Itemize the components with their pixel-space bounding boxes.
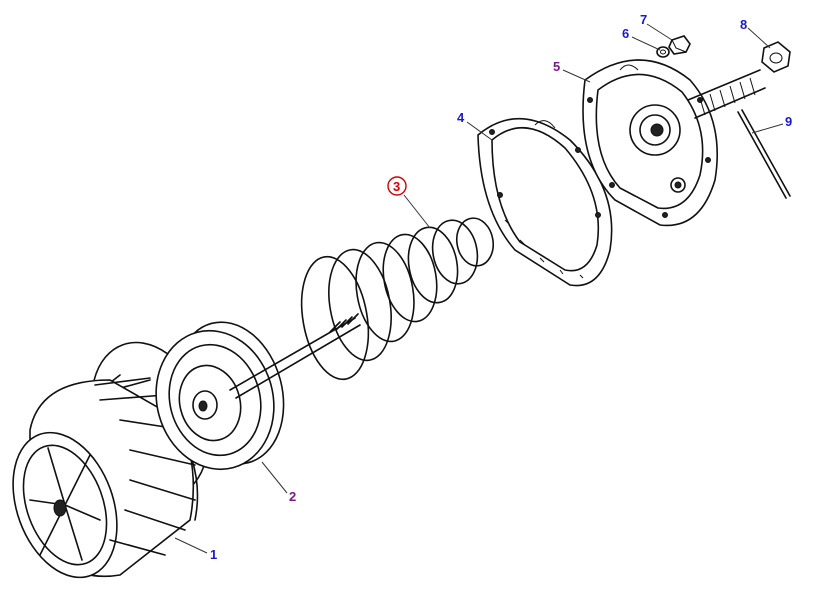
callout-8[interactable]: 8 [740,17,747,32]
callout-label-5: 5 [553,59,560,74]
part-4-gasket[interactable] [477,117,613,287]
callout-1[interactable]: 1 [210,547,217,562]
callout-7[interactable]: 7 [640,12,647,27]
callout-3-highlight-ring [387,176,407,196]
part-7-bolt[interactable] [668,35,691,55]
callout-label-7: 7 [640,12,647,27]
callout-label-8: 8 [740,17,747,32]
callout-4[interactable]: 4 [457,110,465,125]
part-3-spring[interactable] [293,215,497,384]
part-2-piston-plate[interactable] [141,310,361,483]
callout-label-9: 9 [785,114,792,129]
part-6-washer[interactable] [656,46,670,58]
part-5-end-plate[interactable] [582,59,766,227]
callout-6[interactable]: 6 [622,26,629,41]
part-8-nut[interactable] [761,41,791,73]
callout-label-4: 4 [457,110,465,125]
callout-3[interactable]: 3 [387,176,407,196]
callout-2[interactable]: 2 [289,489,296,504]
callout-9[interactable]: 9 [785,114,792,129]
callout-label-1: 1 [210,547,217,562]
callout-5[interactable]: 5 [553,59,560,74]
leader-lines [174,23,784,554]
callout-label-3: 3 [393,179,400,194]
callout-label-2: 2 [289,489,296,504]
part-9-pin[interactable] [737,109,791,199]
callout-label-6: 6 [622,26,629,41]
